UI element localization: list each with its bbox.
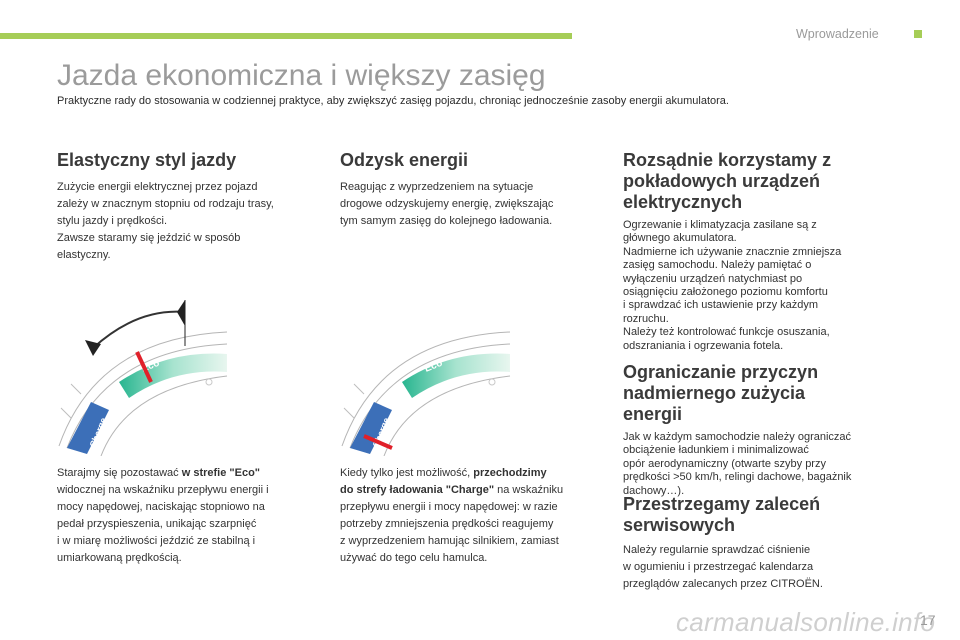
text-line: odszraniania i ogrzewania fotela. — [623, 339, 784, 352]
heading-line: Przestrzegamy zaleceń — [623, 494, 821, 514]
text-span: Kiedy tylko jest możliwość, — [340, 467, 474, 479]
watermark: carmanualsonline.info — [676, 607, 936, 637]
text-line: mocy napędowej, naciskając stopniowo na — [57, 501, 265, 513]
needle-marker — [363, 434, 393, 450]
heading-driving-style: Elastyczny styl jazdy — [57, 150, 237, 170]
text-line: elastyczny. — [57, 249, 111, 261]
eco-zone — [119, 353, 227, 398]
text-line: stylu jazdy i prędkości. — [57, 215, 168, 227]
range-arrow — [92, 310, 186, 349]
column-driving-style-tip: Starajmy się pozostawać w strefie "Eco" … — [57, 465, 307, 567]
text-line: Ogrzewanie i klimatyzacja zasilane są z — [623, 219, 817, 231]
top-accent-bar — [0, 33, 572, 39]
text-line: w ogumieniu i przestrzegać kalendarza — [623, 561, 814, 573]
section-label: Wprowadzenie — [796, 27, 879, 41]
heading-line: serwisowych — [623, 515, 736, 535]
charge-zone — [350, 402, 392, 454]
text-line: Nadmierne ich używanie znacznie zmniejsz… — [623, 245, 842, 258]
text-line: dachowy…). — [623, 484, 685, 497]
column-energy-recovery-tip: Kiedy tylko jest możliwość, przechodzimy… — [340, 465, 602, 567]
text-span: Starajmy się pozostawać — [57, 467, 182, 479]
text-line: używać do tego celu hamulca. — [340, 552, 488, 564]
text-line: i sprawdzać ich ustawienie przy każdym — [623, 299, 819, 312]
text-span: na wskaźniku — [494, 484, 564, 496]
column-service: Przestrzegamy zaleceń serwisowych Należy… — [623, 494, 893, 593]
page-number: 17 — [920, 612, 936, 628]
energy-gauge-eco-illustration: Eco Charge — [58, 300, 228, 456]
bold-text: przechodzimy — [473, 467, 547, 479]
page-subtitle: Praktyczne rady do stosowania w codzienn… — [57, 95, 729, 107]
heading-line: Rozsądnie korzystamy z — [623, 150, 832, 170]
arrow-head-left-icon — [85, 340, 101, 356]
heading-energy-recovery: Odzysk energii — [340, 150, 469, 170]
text-line: wyłączeniu urządzeń natychmiast po — [623, 272, 803, 285]
text-line: Jak w każdym samochodzie należy ogranicz… — [623, 431, 852, 443]
text-line: opór aerodynamiczny (otwarte szyby przy — [623, 457, 826, 470]
text-line: Zużycie energii elektrycznej przez pojaz… — [57, 181, 258, 193]
heading-line: nadmiernego zużycia — [623, 383, 806, 403]
text-line: tym samym zasięg do kolejnego ładowania. — [340, 215, 553, 227]
heading-electrical-devices: Rozsądnie korzystamy z pokładowych urząd… — [623, 150, 893, 213]
section-square-icon — [914, 30, 922, 38]
charge-zone — [67, 402, 109, 454]
column-reduce-consumption: Ograniczanie przyczyn nadmiernego zużyci… — [623, 362, 893, 498]
text-line: Należy regularnie sprawdzać ciśnienie — [623, 544, 811, 556]
heading-line: elektrycznych — [623, 192, 743, 212]
text-line: zależy w znacznym stopniu od rodzaju tra… — [57, 198, 274, 210]
text-line: pedał przyspieszenia, unikając szarpnięć — [57, 518, 257, 530]
text-line: Należy też kontrolować funkcje osuszania… — [623, 326, 830, 339]
text-line: z wyprzedzeniem hamując silnikiem, zamia… — [340, 535, 559, 547]
text-line: drogowe odzyskujemy energię, zwiększając — [340, 198, 554, 210]
text-line: i w miarę możliwości jeździć ze stabilną… — [57, 535, 256, 547]
heading-line: energii — [623, 404, 683, 424]
text-line: osiągnięciu założonego poziomu komfortu — [623, 286, 828, 299]
text-line: obciążenie ładunkiem i minimalizować — [623, 444, 809, 457]
bold-text: w strefie "Eco" — [181, 467, 261, 479]
heading-line: Ograniczanie przyczyn — [623, 362, 819, 382]
arrow-head-right-icon — [177, 300, 185, 326]
text-line: przeglądów zalecanych przez CITROËN. — [623, 578, 823, 590]
page-title: Jazda ekonomiczna i większy zasięg — [57, 59, 546, 92]
column-electrical-devices: Rozsądnie korzystamy z pokładowych urząd… — [623, 150, 893, 353]
text-line: umiarkowaną prędkością. — [57, 552, 182, 564]
text-line: potrzeby zmniejszenia prędkości reagujem… — [340, 518, 554, 530]
gauge-dot — [488, 378, 496, 386]
gauge-dot — [205, 378, 213, 386]
text-line: Starajmy się pozostawać w strefie "Eco" — [57, 465, 307, 482]
heading-service: Przestrzegamy zaleceń serwisowych — [623, 494, 893, 536]
text-line: zasięg samochodu. Należy pamiętać o — [623, 259, 812, 272]
text-line: Reagując z wyprzedzeniem na sytuacje — [340, 181, 534, 193]
text-line: prędkości >50 km/h, relingi dachowe, bag… — [623, 471, 852, 484]
text-line: przepływu energii i mocy napędowej: w ra… — [340, 501, 558, 513]
text-line: rozruchu. — [623, 312, 669, 325]
eco-zone — [402, 353, 510, 398]
heading-line: pokładowych urządzeń — [623, 171, 821, 191]
text-line: Kiedy tylko jest możliwość, przechodzimy — [340, 465, 602, 482]
column-driving-style: Elastyczny styl jazdy Zużycie energii el… — [57, 150, 307, 264]
heading-reduce-consumption: Ograniczanie przyczyn nadmiernego zużyci… — [623, 362, 893, 425]
text-line: do strefy ładowania "Charge" na wskaźnik… — [340, 482, 602, 499]
text-line: widocznej na wskaźniku przepływu energii… — [57, 484, 269, 496]
column-energy-recovery: Odzysk energii Reagując z wyprzedzeniem … — [340, 150, 600, 230]
energy-gauge-charge-illustration: Eco Charge — [341, 331, 511, 456]
bold-text: do strefy ładowania "Charge" — [340, 484, 495, 496]
text-line: głównego akumulatora. — [623, 232, 737, 245]
text-line: Zawsze staramy się jeździć w sposób — [57, 232, 241, 244]
needle-marker — [135, 351, 153, 383]
